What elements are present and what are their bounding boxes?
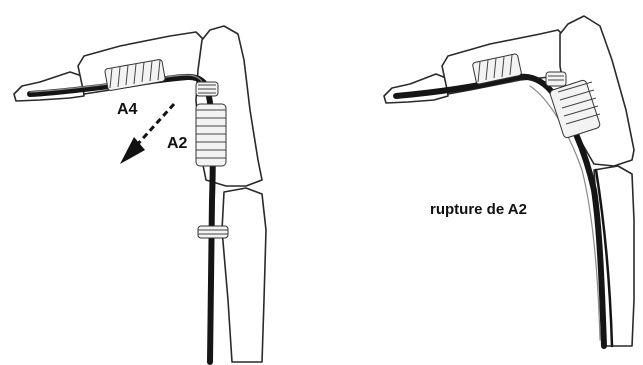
- left-distal-phalanx: [14, 72, 84, 101]
- label-a2: A2: [167, 135, 188, 152]
- left-a1-pulley: [198, 226, 228, 238]
- rupture-caption: rupture de A2: [430, 201, 527, 218]
- left-a3-pulley: [196, 82, 218, 96]
- left-panel-intact-pulleys: A4 A2: [14, 26, 266, 362]
- left-metacarpal: [222, 188, 266, 362]
- right-a3-pulley: [546, 72, 566, 86]
- right-panel-a2-rupture: rupture de A2: [384, 16, 634, 346]
- label-a4: A4: [117, 101, 138, 118]
- left-a2-pulley: [196, 104, 226, 166]
- left-flexor-tendon: [30, 77, 213, 362]
